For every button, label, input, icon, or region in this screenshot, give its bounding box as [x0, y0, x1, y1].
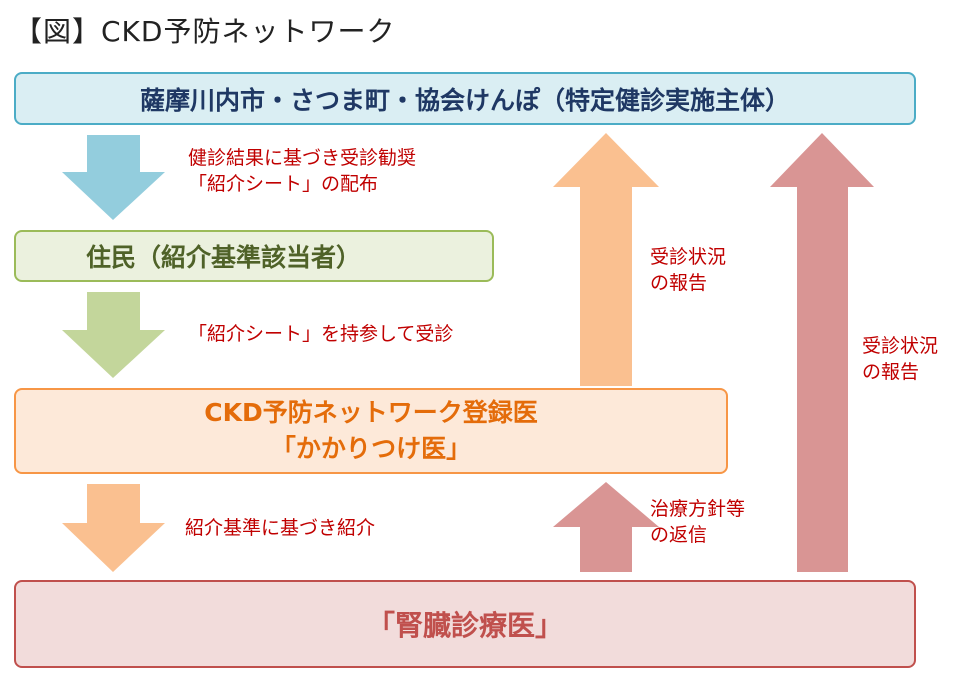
arrow-down-orange: [62, 484, 165, 572]
residents-box: 住民（紹介基準該当者）: [14, 230, 494, 282]
arrow-down-green: [62, 292, 165, 378]
health-checkup-organizers-box: 薩摩川内市・さつま町・協会けんぽ（特定健診実施主体）: [14, 72, 916, 125]
nephrologist-label: 「腎臓診療医」: [366, 609, 563, 642]
visit-status-report-label-1: 受診状況 の報告: [650, 246, 727, 294]
registered-physician-box: CKD予防ネットワーク登録医 「かかりつけ医」: [14, 388, 728, 474]
arrow-up-red-tall: [770, 133, 874, 572]
arrow-up-red-small: [553, 482, 659, 572]
visit-status-report-label-2: 受診状況 の報告: [862, 335, 939, 383]
page-title: 【図】CKD予防ネットワーク: [14, 15, 396, 48]
health-checkup-organizers-label: 薩摩川内市・さつま町・協会けんぽ（特定健診実施主体）: [139, 85, 790, 115]
arrow-up-orange: [553, 133, 659, 386]
family-doctor-label: 「かかりつけ医」: [270, 434, 472, 463]
referral-label: 紹介基準に基づき紹介: [185, 517, 376, 539]
bring-sheet-label: 「紹介シート」を持参して受診: [188, 323, 454, 345]
residents-label: 住民（紹介基準該当者）: [86, 243, 362, 272]
nephrologist-box: 「腎臓診療医」: [14, 580, 916, 668]
registered-physician-label: CKD予防ネットワーク登録医: [204, 397, 538, 427]
checkup-recommendation-label: 健診結果に基づき受診勧奨 「紹介シート」の配布: [188, 147, 417, 195]
treatment-reply-label: 治療方針等 の返信: [650, 498, 746, 546]
arrow-down-blue: [62, 135, 165, 220]
